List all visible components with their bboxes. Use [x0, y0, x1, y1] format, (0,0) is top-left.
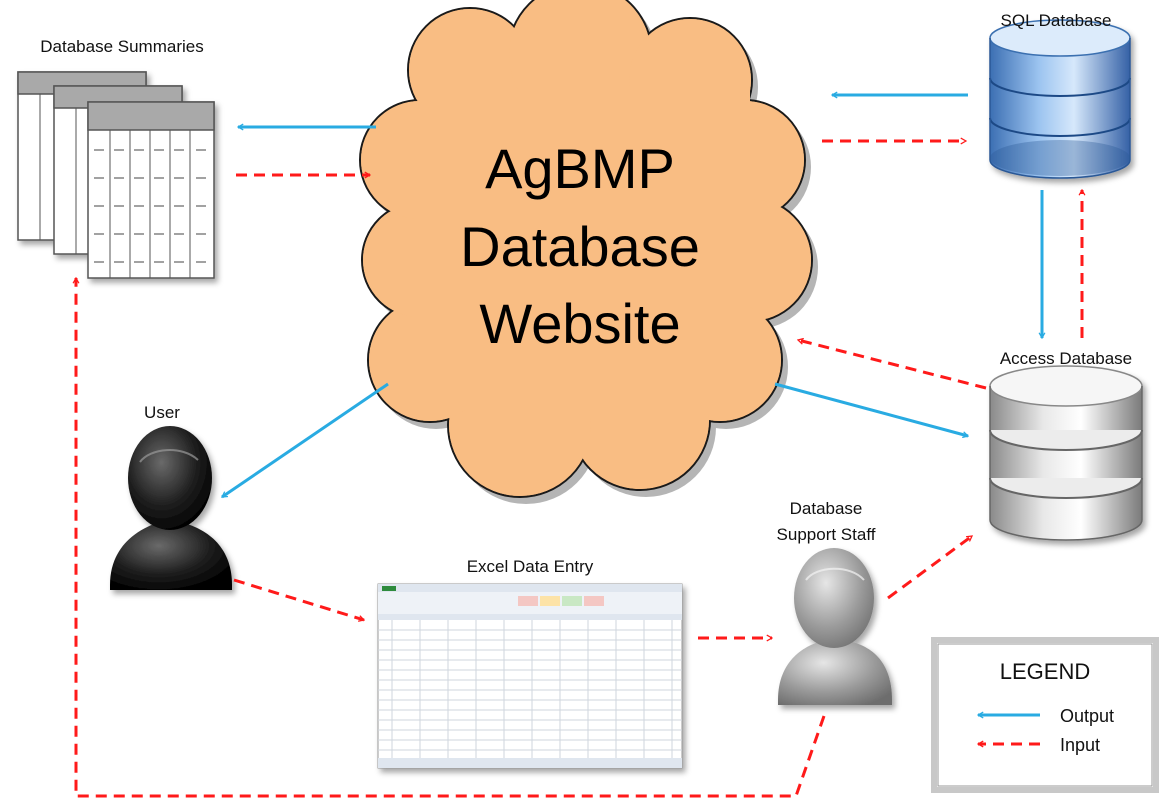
- input-arrow-staff-to-summaries: [76, 278, 826, 798]
- input-arrow-access-to-cloud: [798, 340, 987, 390]
- support-staff-icon: [778, 548, 892, 705]
- user-label: User: [144, 403, 180, 422]
- input-arrow-staff-to-access: [887, 534, 972, 600]
- input-arrows: [76, 141, 1082, 798]
- cloud-shape: [359, 0, 818, 504]
- cloud-title-line-3: Website: [479, 292, 680, 355]
- sql-database-icon: [989, 19, 1131, 179]
- cloud-title-line-1: AgBMP: [485, 137, 675, 200]
- excel-data-entry-label: Excel Data Entry: [467, 557, 594, 576]
- legend: [931, 637, 1159, 793]
- legend-title: LEGEND: [1000, 659, 1090, 684]
- database-summaries-icon: [17, 71, 215, 279]
- input-arrow-user-to-excel: [233, 578, 364, 620]
- output-arrow-cloud-to-access: [774, 382, 968, 436]
- output-arrows: [222, 95, 1042, 499]
- legend-input-label: Input: [1060, 735, 1100, 755]
- database-summaries-label: Database Summaries: [40, 37, 203, 56]
- support-staff-label-line-2: Support Staff: [777, 525, 876, 544]
- user-icon: [110, 426, 232, 590]
- sql-database-label: SQL Database: [1001, 11, 1112, 30]
- output-arrow-cloud-to-user: [222, 382, 389, 499]
- excel-spreadsheet-icon: [377, 583, 683, 769]
- access-database-label: Access Database: [1000, 349, 1132, 368]
- support-staff-label-line-1: Database: [790, 499, 863, 518]
- legend-output-label: Output: [1060, 706, 1114, 726]
- cloud-title-line-2: Database: [460, 215, 700, 278]
- access-database-icon: [989, 365, 1143, 541]
